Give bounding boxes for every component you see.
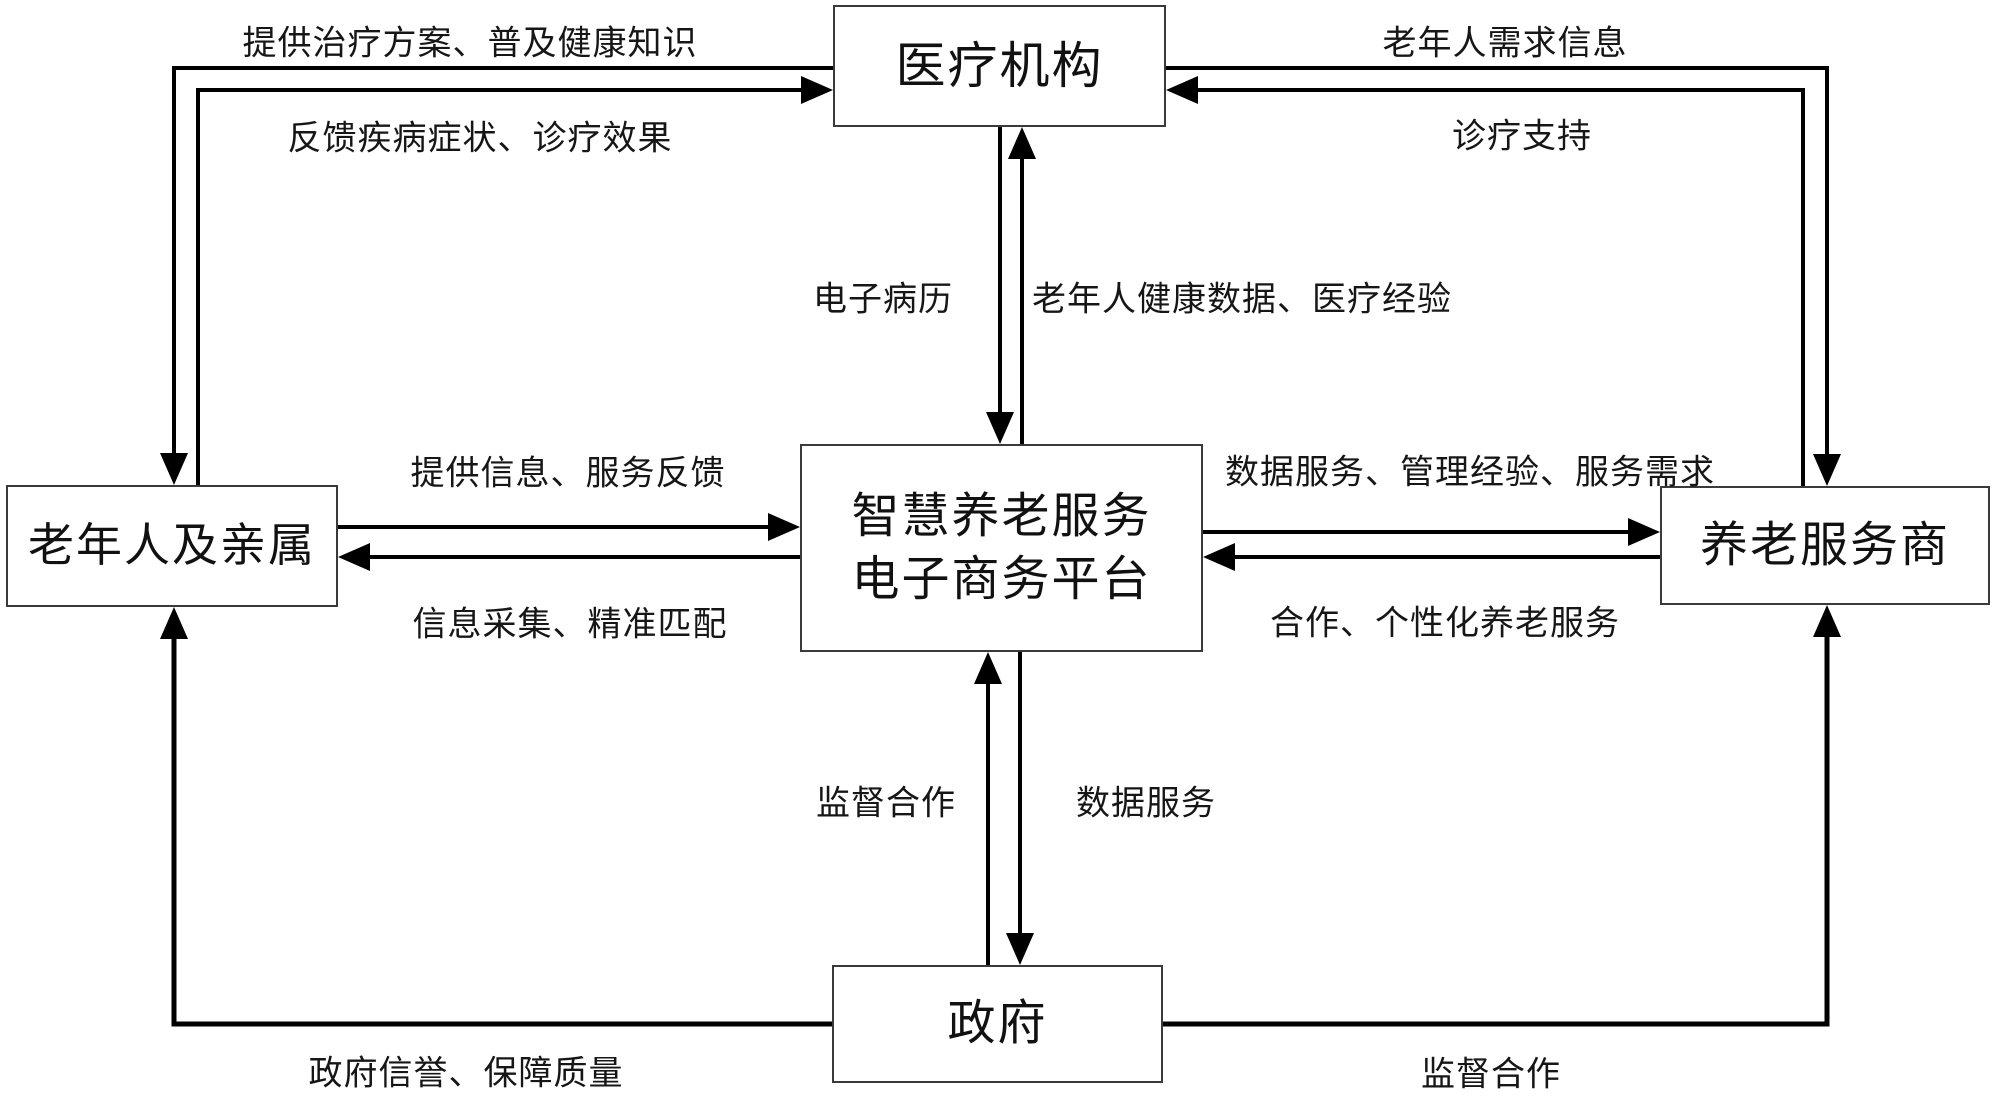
edge-government-to-provider-arrowhead-icon xyxy=(1813,605,1841,637)
edge-elderly-to-medical-line xyxy=(196,88,805,485)
edge-government-to-elderly-arrowhead-icon xyxy=(160,607,188,639)
edge-medical-to-platform-arrowhead-icon xyxy=(986,412,1014,444)
edge-provider-to-platform-arrowhead-icon xyxy=(1203,543,1235,571)
edge-label-provider-to-medical: 诊疗支持 xyxy=(1452,118,1592,156)
edge-medical-to-elderly-arrowhead-icon xyxy=(160,453,188,485)
edge-label-government-to-platform: 监督合作 xyxy=(816,785,956,823)
edge-label-platform-to-medical: 老年人健康数据、医疗经验 xyxy=(1032,281,1452,319)
edge-label-medical-to-elderly: 提供治疗方案、普及健康知识 xyxy=(242,25,698,63)
edge-medical-to-elderly-line xyxy=(172,66,833,457)
edge-medical-to-provider-line xyxy=(1166,66,1829,458)
edge-label-government-to-provider: 监督合作 xyxy=(1421,1056,1561,1094)
node-platform: 智慧养老服务 电子商务平台 xyxy=(800,444,1203,652)
edge-platform-to-medical-arrowhead-icon xyxy=(1008,127,1036,159)
edge-label-medical-to-provider: 老年人需求信息 xyxy=(1382,25,1628,63)
edge-label-platform-to-elderly: 信息采集、精准匹配 xyxy=(412,606,728,644)
edge-label-medical-to-platform: 电子病历 xyxy=(813,281,953,319)
edge-government-to-platform-arrowhead-icon xyxy=(974,652,1002,684)
edge-elderly-to-platform-arrowhead-icon xyxy=(768,513,800,541)
edge-provider-to-medical-line xyxy=(1194,88,1805,486)
edge-label-elderly-to-platform: 提供信息、服务反馈 xyxy=(410,455,726,493)
edge-elderly-to-medical-arrowhead-icon xyxy=(801,76,833,104)
node-elderly-and-relatives: 老年人及亲属 xyxy=(6,485,338,607)
node-medical-institution: 医疗机构 xyxy=(833,5,1166,127)
edge-platform-to-provider-arrowhead-icon xyxy=(1628,518,1660,546)
edge-platform-to-government-arrowhead-icon xyxy=(1006,933,1034,965)
edge-label-provider-to-platform: 合作、个性化养老服务 xyxy=(1270,605,1620,643)
edge-government-to-elderly-line xyxy=(171,635,832,1027)
edge-label-platform-to-government: 数据服务 xyxy=(1076,785,1216,823)
edge-medical-to-provider-arrowhead-icon xyxy=(1813,454,1841,486)
edge-government-to-provider-line xyxy=(1163,633,1830,1027)
node-care-service-provider: 养老服务商 xyxy=(1660,486,1990,605)
edge-label-government-to-elderly: 政府信誉、保障质量 xyxy=(308,1055,624,1093)
edge-label-elderly-to-medical: 反馈疾病症状、诊疗效果 xyxy=(287,120,673,158)
edge-label-platform-to-provider: 数据服务、管理经验、服务需求 xyxy=(1225,454,1715,492)
node-government: 政府 xyxy=(832,965,1163,1083)
edge-provider-to-medical-arrowhead-icon xyxy=(1166,76,1198,104)
edge-platform-to-elderly-arrowhead-icon xyxy=(338,543,370,571)
